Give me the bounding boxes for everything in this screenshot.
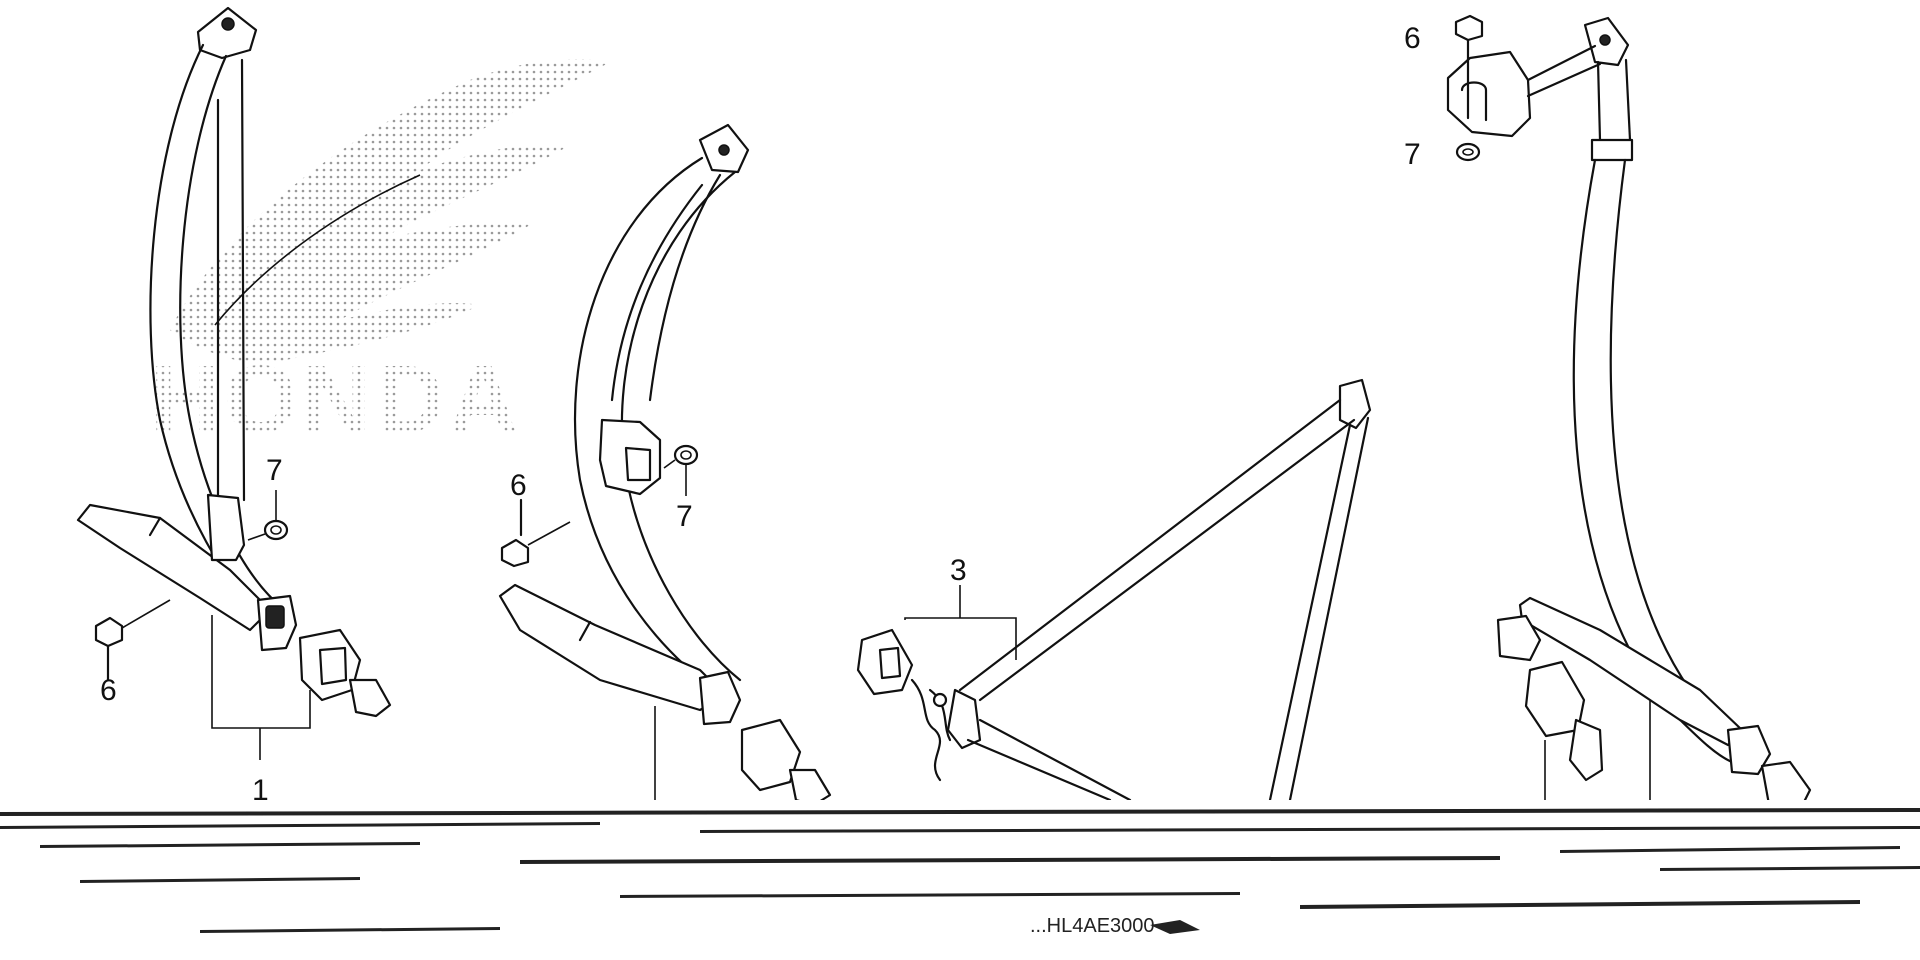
callout-6-left: 6 — [100, 674, 117, 707]
diagram-code: ...HL4AE3000 — [1030, 915, 1155, 937]
seat-belt-assembly-1 — [76, 6, 392, 760]
callout-1: 1 — [252, 774, 269, 807]
callout-6-right: 6 — [1404, 22, 1421, 55]
seat-belt-assembly-4 — [1446, 14, 1812, 812]
callout-6-middle: 6 — [510, 469, 527, 502]
upper-anchor-plate — [196, 6, 258, 60]
callout-7-right: 7 — [1404, 138, 1421, 171]
honda-wing-logo — [170, 59, 610, 365]
seat-belt-assembly-2 — [498, 123, 832, 807]
nut-7-left — [247, 490, 289, 541]
honda-watermark-text: HONDA — [150, 346, 522, 453]
scan-noise-band — [0, 800, 1920, 960]
callout-3: 3 — [950, 554, 967, 587]
seat-belt-assembly-3 — [856, 378, 1372, 802]
bolt-6-left — [94, 599, 171, 682]
callout-7-middle: 7 — [676, 500, 693, 533]
callout-numbers: 1 3 6 6 6 7 7 7 — [100, 22, 1421, 807]
nut-7-middle — [663, 444, 699, 496]
bolt-6-right — [1454, 14, 1484, 120]
nut-7-right — [1455, 142, 1481, 162]
bolt-6-middle — [500, 498, 571, 568]
callout-7-left: 7 — [266, 454, 283, 487]
